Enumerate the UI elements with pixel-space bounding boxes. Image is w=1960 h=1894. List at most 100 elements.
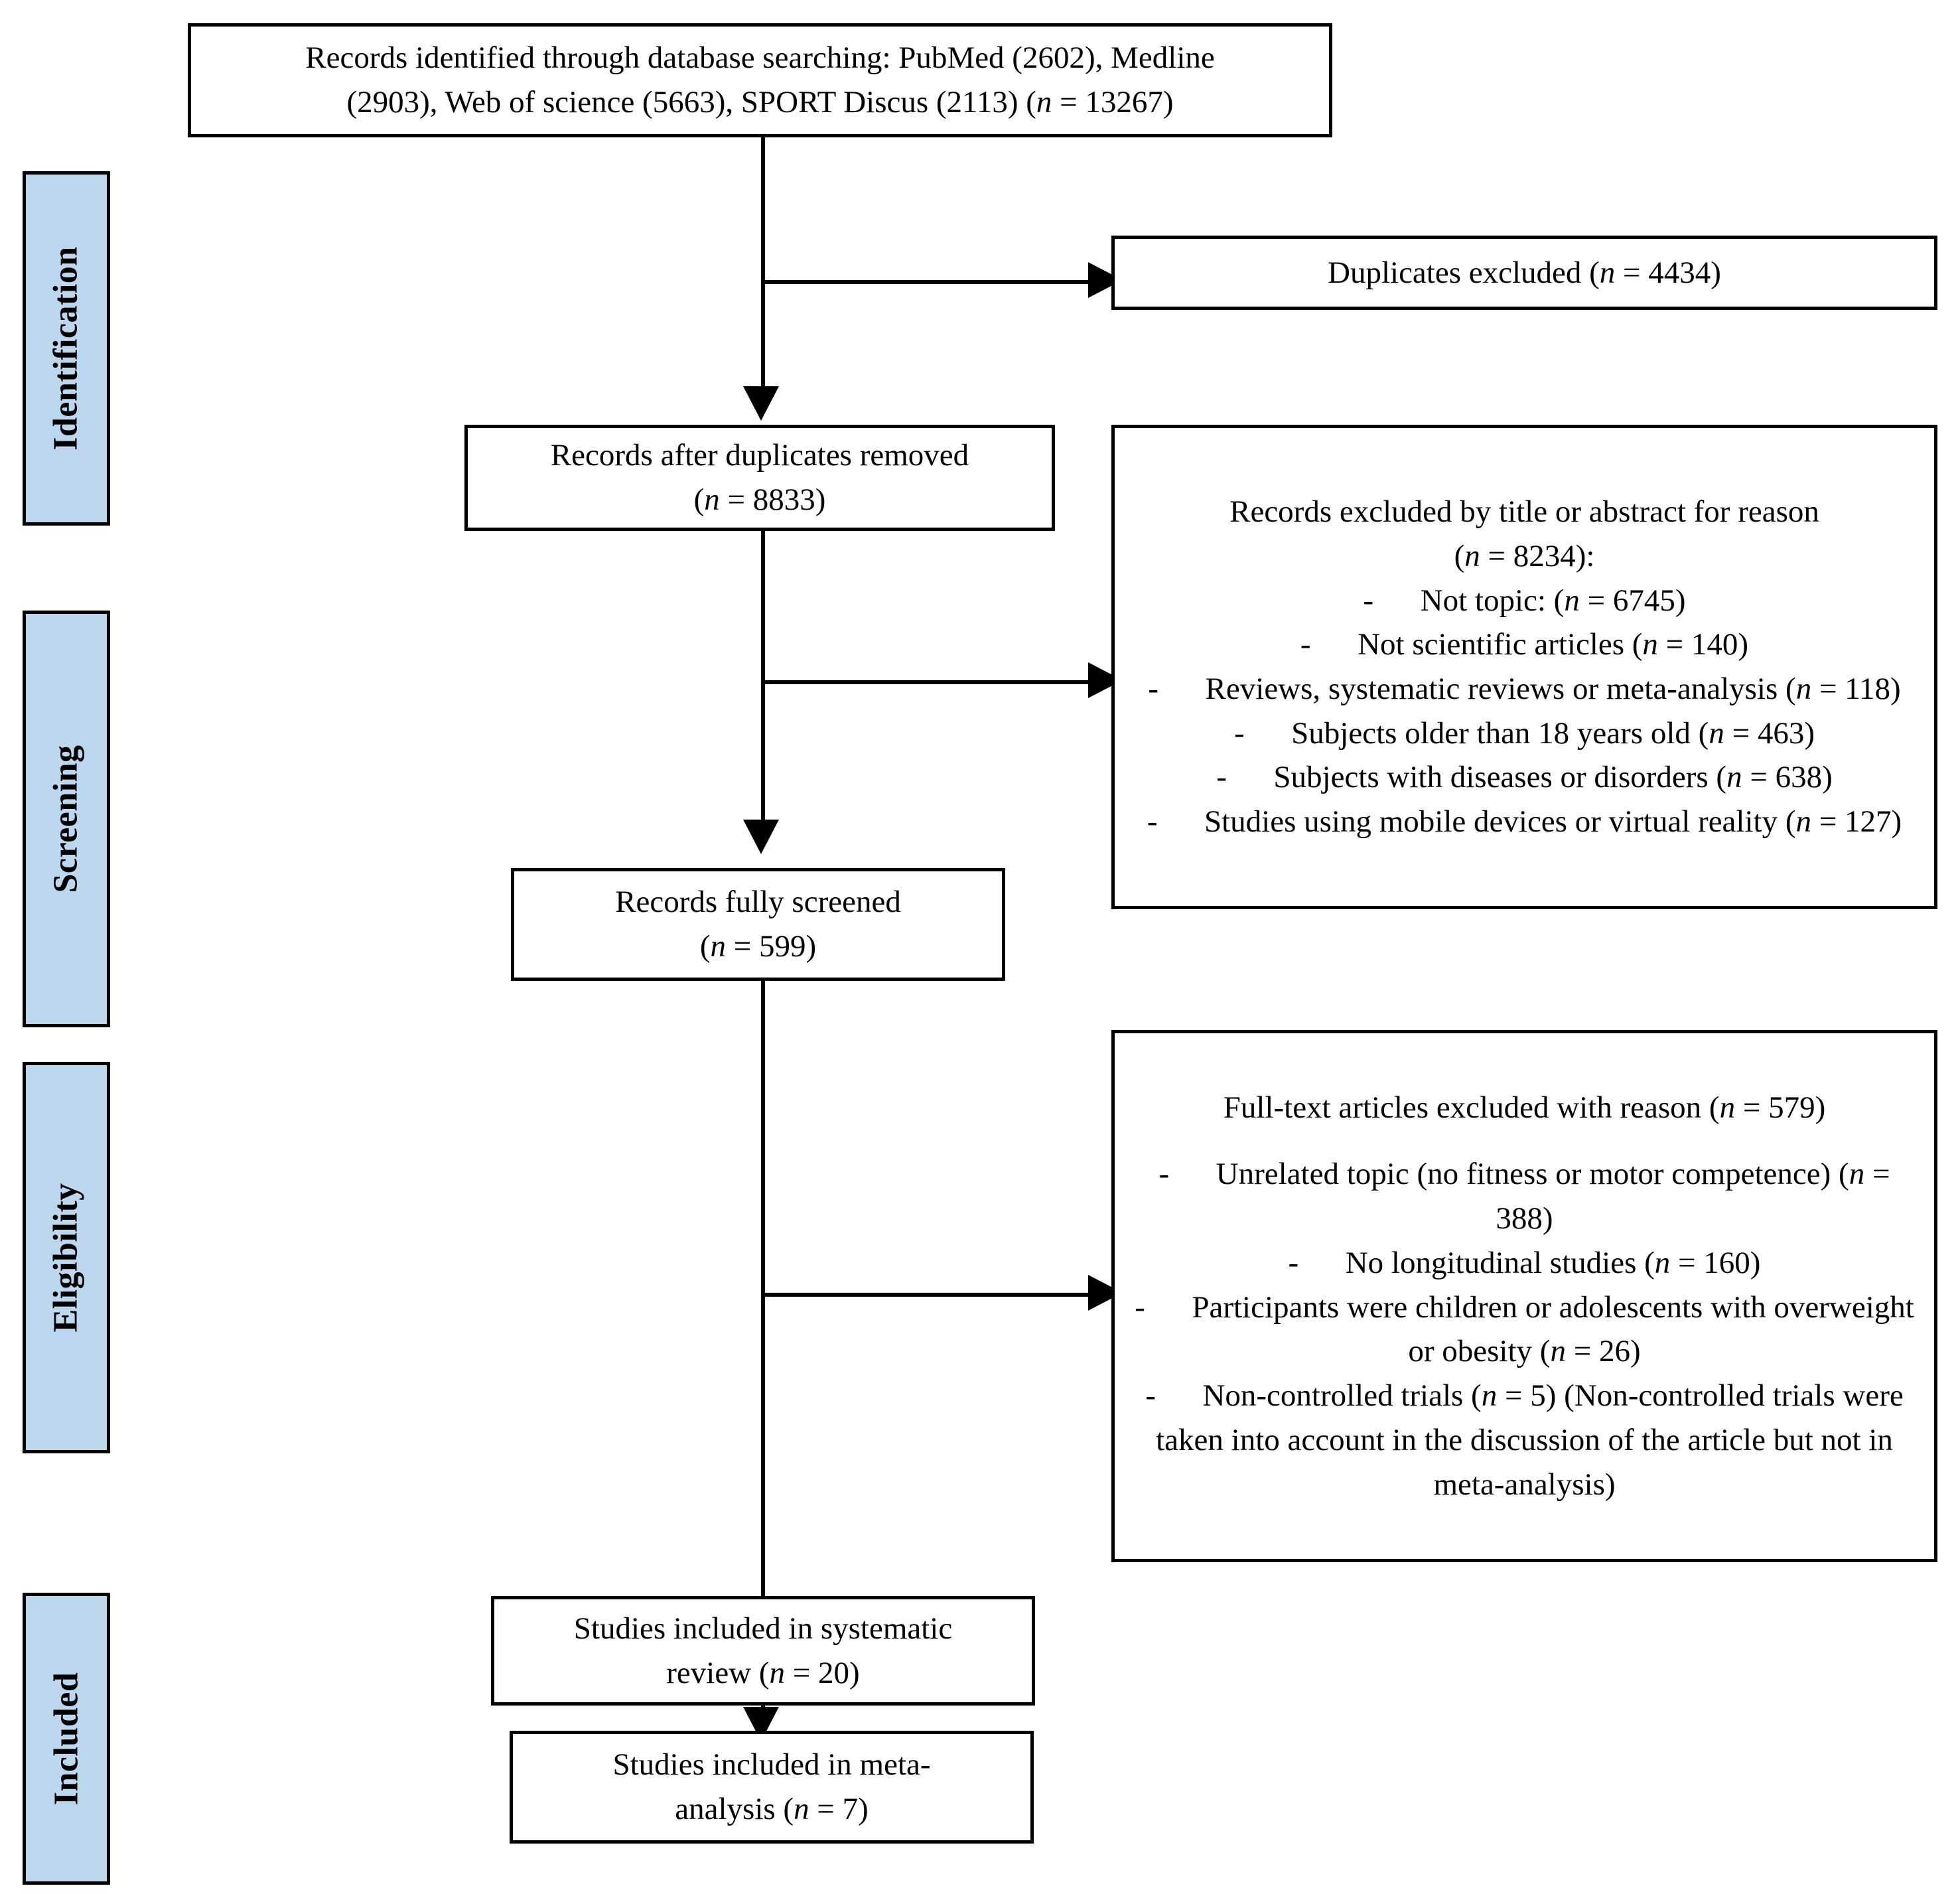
after-duplicates-line1: Records after duplicates removed — [550, 438, 969, 473]
box-records-after-duplicates: Records after duplicates removed (n = 88… — [464, 425, 1055, 531]
reason-text-suffix: = 463) — [1724, 715, 1815, 751]
connector-after-duplicates-to-screened — [761, 528, 765, 820]
list-item: - Participants were children or adolesce… — [1127, 1285, 1922, 1374]
reason-text-prefix: Not scientific articles ( — [1358, 627, 1643, 662]
list-item: - Studies using mobile devices or virtua… — [1127, 800, 1922, 844]
list-item: - Subjects with diseases or disorders (n… — [1127, 755, 1922, 800]
included-review-line2-prefix: review ( — [666, 1655, 770, 1690]
excluded-title-abstract-heading-suffix: = 8234): — [1480, 538, 1595, 573]
reason-text-suffix: = 6745) — [1579, 583, 1686, 618]
reason-n-symbol: n — [1550, 1334, 1566, 1369]
included-meta-line2-suffix: = 7) — [809, 1792, 869, 1826]
box-included-meta-analysis: Studies included in meta- analysis (n = … — [510, 1731, 1034, 1844]
connector-branch-title-abstract — [761, 680, 1091, 684]
bullet-dash: - — [1300, 627, 1311, 662]
list-item: - Unrelated topic (no fitness or motor c… — [1127, 1152, 1922, 1240]
excluded-title-abstract-n-symbol: n — [1464, 538, 1480, 573]
reason-text-suffix: = 127) — [1811, 804, 1902, 839]
reason-text-suffix: = 26) — [1565, 1334, 1641, 1369]
arrowhead-to-fully-screened — [743, 820, 779, 854]
reason-text-prefix: Studies using mobile devices or virtual … — [1204, 804, 1796, 839]
stage-label-identification: Identification — [47, 246, 86, 451]
reason-text-suffix: = 160) — [1670, 1245, 1761, 1280]
excluded-title-abstract-heading-line1: Records excluded by title or abstract fo… — [1229, 494, 1819, 530]
bullet-dash: - — [1145, 1378, 1156, 1414]
records-identified-line2-suffix: = 13267) — [1052, 85, 1174, 119]
box-excluded-title-abstract: Records excluded by title or abstract fo… — [1111, 425, 1937, 909]
reason-text-prefix: Not topic: ( — [1420, 583, 1565, 618]
fulltext-excluded-heading-prefix: Full-text articles excluded with reason … — [1223, 1090, 1720, 1125]
bullet-dash: - — [1135, 1289, 1145, 1325]
list-item: - Not topic: (n = 6745) — [1127, 579, 1922, 623]
arrowhead-to-after-duplicates — [743, 386, 779, 421]
stage-label-included: Included — [47, 1672, 85, 1806]
reason-n-symbol: n — [1709, 715, 1724, 751]
records-identified-n-symbol: n — [1036, 85, 1052, 119]
reason-n-symbol: n — [1726, 760, 1742, 795]
reason-text-prefix: Subjects older than 18 years old ( — [1291, 715, 1709, 751]
bullet-dash: - — [1216, 760, 1227, 795]
bullet-dash: - — [1288, 1245, 1299, 1280]
list-item: - Not scientific articles (n = 140) — [1127, 622, 1922, 667]
box-records-fully-screened: Records fully screened (n = 599) — [511, 868, 1005, 981]
duplicates-excluded-suffix: = 4434) — [1615, 255, 1721, 290]
stage-label-screening: Screening — [47, 745, 85, 893]
fully-screened-line2-suffix: = 599) — [725, 929, 817, 964]
reason-text-suffix: = 638) — [1742, 760, 1833, 795]
box-records-identified: Records identified through database sear… — [188, 23, 1332, 137]
stage-tab-included: Included — [23, 1593, 110, 1885]
included-meta-line1: Studies included in meta- — [612, 1747, 931, 1783]
fulltext-excluded-heading-suffix: = 579) — [1735, 1090, 1826, 1125]
excluded-title-abstract-heading-prefix: ( — [1454, 538, 1465, 573]
included-review-line2-suffix: = 20) — [785, 1655, 860, 1690]
reason-text-prefix: Reviews, systematic reviews or meta-anal… — [1205, 672, 1796, 706]
bullet-dash: - — [1147, 804, 1158, 839]
included-meta-line2-prefix: analysis ( — [675, 1792, 794, 1826]
reason-n-symbol: n — [1481, 1378, 1498, 1414]
records-identified-line2-prefix: (2903), Web of science (5663), SPORT Dis… — [346, 85, 1036, 119]
box-included-systematic-review: Studies included in systematic review (n… — [491, 1596, 1035, 1706]
list-item: - No longitudinal studies (n = 160) — [1127, 1241, 1922, 1285]
reason-n-symbol: n — [1849, 1157, 1865, 1192]
list-item: - Reviews, systematic reviews or meta-an… — [1127, 667, 1922, 711]
reason-text-suffix: = 118) — [1811, 672, 1901, 706]
fulltext-excluded-n-symbol: n — [1719, 1090, 1736, 1125]
reason-n-symbol: n — [1564, 583, 1580, 618]
reason-n-symbol: n — [1795, 672, 1812, 706]
reason-text-suffix: = 140) — [1657, 627, 1749, 662]
stage-tab-identification: Identification — [23, 171, 110, 526]
fully-screened-line2-prefix: ( — [699, 929, 711, 964]
connector-identified-to-after-duplicates — [761, 137, 765, 386]
fully-screened-n-symbol: n — [710, 929, 726, 964]
connector-branch-duplicates — [761, 280, 1091, 284]
reason-text-suffix: = 388) — [1496, 1157, 1890, 1236]
fully-screened-line1: Records fully screened — [615, 885, 901, 920]
reason-n-symbol: n — [1654, 1245, 1671, 1280]
reason-n-symbol: n — [1642, 627, 1658, 662]
list-item: - Subjects older than 18 years old (n = … — [1127, 711, 1922, 756]
records-identified-line1: Records identified through database sear… — [305, 40, 1215, 76]
included-review-line1: Studies included in systematic — [573, 1611, 953, 1646]
connector-branch-fulltext — [761, 1293, 1091, 1297]
list-item: - Non-controlled trials (n = 5) (Non-con… — [1127, 1374, 1922, 1506]
bullet-dash: - — [1363, 583, 1374, 618]
stage-tab-screening: Screening — [23, 611, 110, 1027]
excluded-title-abstract-reason-list: - Not topic: (n = 6745) - Not scientific… — [1127, 579, 1922, 844]
reason-text-prefix: Unrelated topic (no fitness or motor com… — [1216, 1157, 1849, 1192]
reason-text-prefix: No longitudinal studies ( — [1345, 1245, 1655, 1280]
after-duplicates-line2-suffix: = 8833) — [719, 482, 826, 517]
paragraph-spacer — [1127, 1129, 1922, 1152]
fulltext-excluded-reason-list: - Unrelated topic (no fitness or motor c… — [1127, 1152, 1922, 1506]
reason-text-prefix: Participants were children or adolescent… — [1192, 1289, 1914, 1369]
reason-n-symbol: n — [1795, 804, 1812, 839]
included-meta-n-symbol: n — [794, 1792, 809, 1826]
duplicates-excluded-n-symbol: n — [1599, 255, 1616, 290]
box-fulltext-excluded: Full-text articles excluded with reason … — [1111, 1030, 1937, 1562]
after-duplicates-n-symbol: n — [704, 482, 720, 517]
stage-tab-eligibility: Eligibility — [23, 1062, 110, 1453]
reason-text-prefix: Non-controlled trials ( — [1202, 1378, 1482, 1414]
included-review-n-symbol: n — [769, 1655, 786, 1690]
duplicates-excluded-prefix: Duplicates excluded ( — [1328, 255, 1600, 290]
box-duplicates-excluded: Duplicates excluded (n = 4434) — [1111, 236, 1937, 310]
